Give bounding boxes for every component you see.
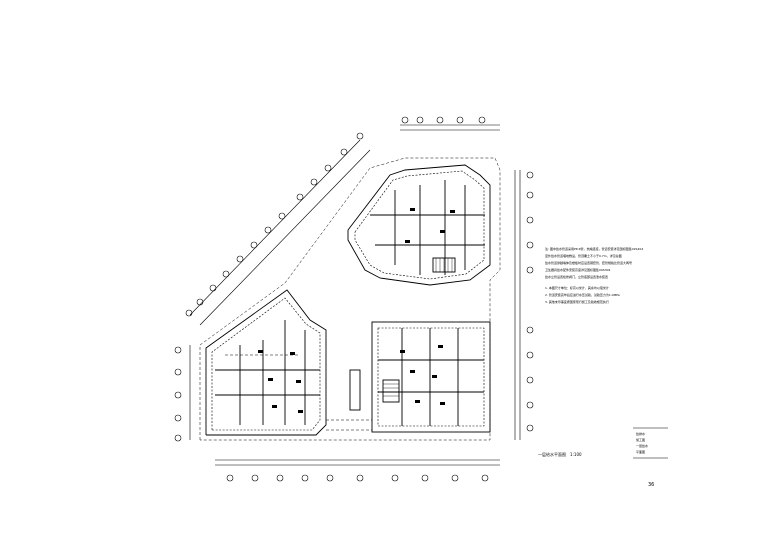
right-axis-grid — [514, 170, 534, 440]
title-block-item: 施工图 — [636, 438, 646, 442]
title-block-item: 平面图 — [636, 450, 646, 454]
plan-title: 一层给水平面图 — [538, 452, 566, 457]
note-line: 3. 其他未尽事宜按国家现行施工及验收规范执行 — [545, 300, 609, 304]
bottom-axis-grid — [215, 459, 500, 482]
note-line: 注: 图中给水管道采用PP-R管，热熔连接，管道安装详见国标图集02S404 — [545, 247, 644, 251]
title-block-item: 一层给水 — [636, 444, 649, 448]
diagonal-axis-grid — [185, 132, 371, 326]
sheet-number: 36 — [648, 482, 655, 488]
note-line: 卫生器具给水配件安装高度详见国标图集09S304 — [545, 268, 611, 272]
left-axis-grid — [174, 345, 191, 442]
note-line: 1. 本图尺寸单位：标高以米计，其余均以毫米计 — [545, 286, 609, 290]
plan-scale: 1:100 — [570, 452, 582, 457]
note-line: 给水立管设置检修阀门，立管底部设置泄水装置 — [545, 275, 609, 279]
title-block — [633, 427, 668, 459]
site-boundary — [199, 157, 501, 441]
title-block-item: 给排水 — [636, 432, 646, 436]
top-axis-grid — [400, 116, 500, 131]
left-wing-outline — [205, 289, 327, 436]
note-line: 室外给水管道埋地敷设，管顶覆土不小于0.7m，详见总图 — [545, 254, 622, 258]
fixtures — [258, 208, 455, 413]
note-line: 给水管道穿越墙体及楼板时应设置钢套管，套管规格比管道大两号 — [545, 261, 633, 265]
lower-right-block-outline — [349, 321, 491, 433]
upper-wing-outline — [347, 164, 491, 286]
note-line: 2. 管道安装完毕后应进行水压试验，试验压力为1.0MPa — [545, 293, 620, 297]
